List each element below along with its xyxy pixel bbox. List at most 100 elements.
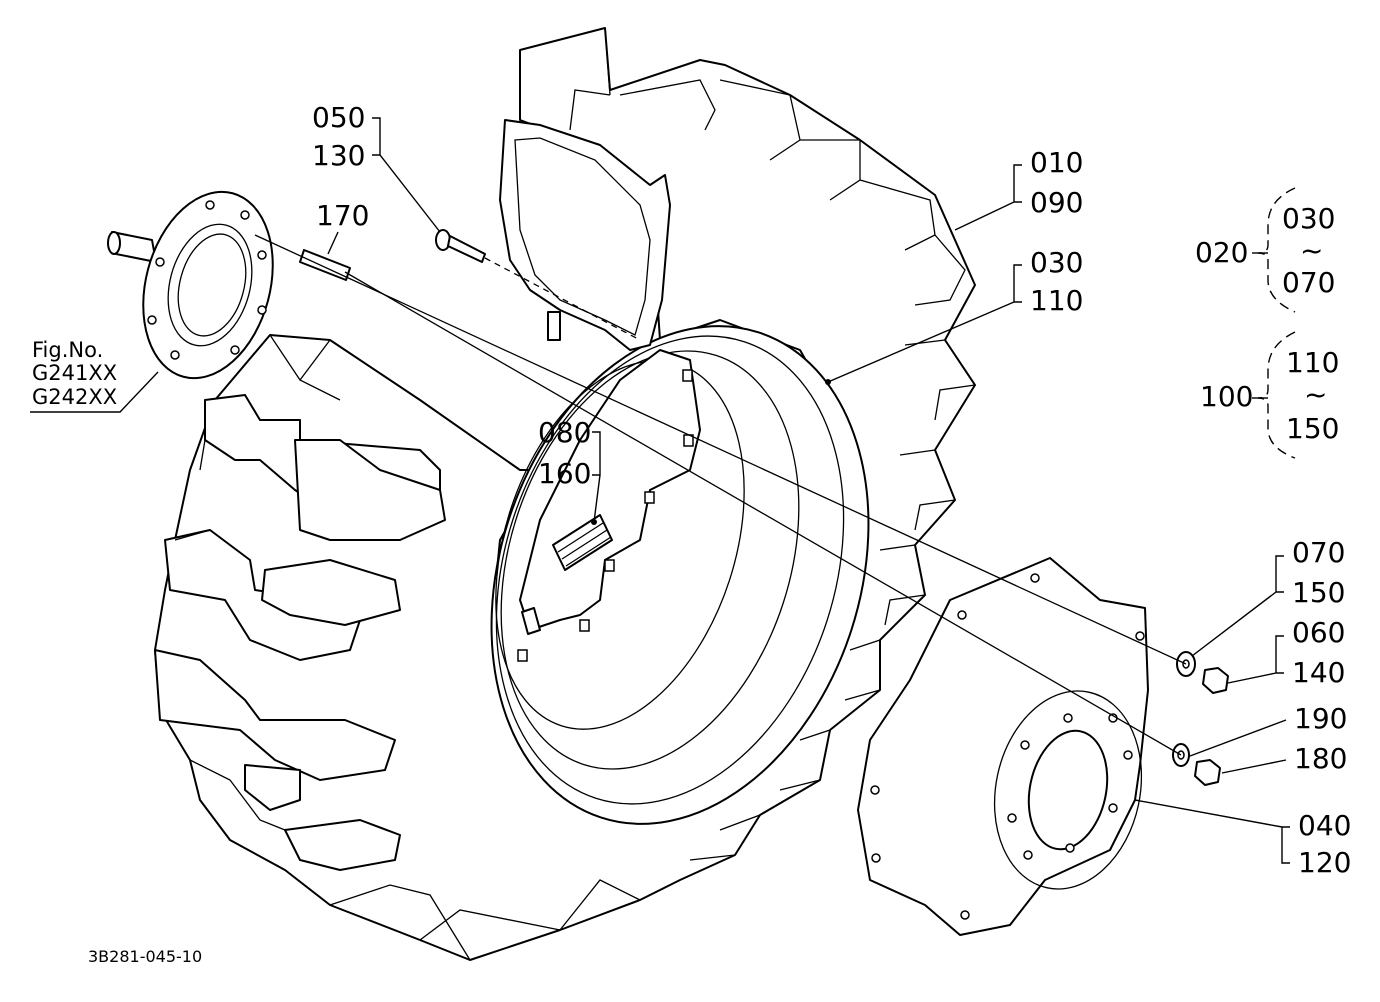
tire (154, 27, 976, 961)
diagram-code: 3B281-045-10 (88, 947, 202, 966)
tread-lugs-right (689, 339, 976, 861)
part-label-130: 130 (312, 139, 365, 172)
leader-070-150 (1191, 555, 1284, 657)
leader-figref (30, 371, 159, 413)
rim-inner-ring-1 (495, 335, 845, 805)
nut-060 (1202, 667, 1229, 694)
part-label-110-group: 110 (1286, 346, 1339, 379)
bolt-050 (435, 229, 486, 263)
figref-line-2: G241XX (32, 361, 117, 385)
disc-hole-13 (1020, 740, 1030, 750)
leader-dot-rim (825, 379, 831, 385)
wheel-disc-hub-ring (993, 690, 1143, 890)
disc-hole-14 (1063, 713, 1073, 723)
part-label-090: 090 (1030, 186, 1083, 219)
disc-hole-10 (1065, 843, 1075, 853)
flange-hole-8 (205, 200, 215, 210)
part-label-120: 120 (1298, 846, 1351, 879)
leader-dot-plate (591, 519, 597, 525)
flange-hole-7 (155, 257, 165, 267)
disc-hole-3 (957, 610, 967, 620)
part-label-020: 020 (1195, 236, 1248, 269)
flange-hole-2 (257, 250, 267, 260)
valve-stem (521, 607, 541, 635)
axis-line-1 (254, 234, 1187, 665)
leader-060-140 (1227, 635, 1284, 684)
part-label-190: 190 (1294, 702, 1347, 735)
disc-hole-12 (1007, 813, 1017, 823)
wheel-disc-bore (1027, 729, 1109, 851)
flange-hole-6 (147, 315, 157, 325)
tread-lug-2 (294, 439, 446, 541)
tread-lug-5 (154, 649, 396, 781)
part-label-140: 140 (1292, 656, 1345, 689)
leader-050-130 (372, 117, 441, 233)
disc-hole-4 (870, 785, 880, 795)
leader-030-110 (827, 264, 1022, 383)
rim-base-tab (547, 311, 561, 341)
flange-hole-5 (170, 350, 180, 360)
flange-plate (142, 190, 274, 380)
tread-lugs-upper (519, 27, 966, 306)
label-plate-hatch (557, 522, 612, 567)
disc-hole-9 (1108, 803, 1118, 813)
part-label-110-rim: 110 (1030, 284, 1083, 317)
part-label-030-rim: 030 (1030, 246, 1083, 279)
part-label-070-group: 070 (1282, 266, 1335, 299)
leader-170 (327, 231, 339, 255)
wheel-disc (857, 557, 1149, 936)
nut-180 (1194, 759, 1221, 786)
part-label-180: 180 (1294, 742, 1347, 775)
rim-hole-6 (517, 649, 528, 662)
part-label-040: 040 (1298, 809, 1351, 842)
flange-bore-inner (177, 233, 247, 337)
disc-hole-11 (1023, 850, 1033, 860)
group-range-tilde-2: ~ (1304, 378, 1327, 411)
leader-010-090 (954, 164, 1022, 231)
axle-flange (107, 190, 274, 380)
part-label-080: 080 (538, 416, 591, 449)
part-label-160: 160 (538, 457, 591, 490)
group-range-tilde-1: ~ (1300, 234, 1323, 267)
disc-hole-8 (1123, 750, 1133, 760)
axle-shaft-end (107, 231, 121, 255)
tread-lug-6 (244, 764, 301, 811)
axis-line-2 (344, 271, 1182, 756)
part-label-150-group: 150 (1286, 412, 1339, 445)
part-label-050: 050 (312, 101, 365, 134)
tread-lug-7 (284, 819, 401, 871)
figref-line-1: Fig.No. (32, 338, 103, 362)
part-label-060: 060 (1292, 616, 1345, 649)
part-label-010: 010 (1030, 146, 1083, 179)
leader-040-120 (1134, 799, 1290, 864)
bolt-shank (447, 235, 486, 263)
rim-hole-3 (644, 491, 655, 504)
inner-tube-inner (514, 137, 651, 336)
part-label-070-washer: 070 (1292, 536, 1345, 569)
tread-lug-edges (174, 334, 641, 961)
inner-tube-section (499, 119, 671, 351)
flange-hole-3 (257, 305, 267, 315)
rim-hole-1 (682, 369, 693, 382)
axis-line-bolt (484, 257, 641, 341)
part-label-150-washer: 150 (1292, 576, 1345, 609)
part-label-030-group: 030 (1282, 202, 1335, 235)
disc-hole-5 (871, 853, 881, 863)
disc-hole-1 (1030, 573, 1040, 583)
tread-lug-4 (261, 559, 401, 626)
rim-hole-4 (604, 559, 615, 572)
rim-inner-ring-2 (500, 350, 800, 770)
flange-bore-outer (167, 223, 253, 347)
part-label-170: 170 (316, 199, 369, 232)
disc-hole-6 (960, 910, 970, 920)
leader-080-160 (592, 431, 601, 523)
disc-hole-2 (1135, 631, 1145, 641)
flange-hole-1 (240, 210, 250, 220)
rim-hole-5 (579, 619, 590, 632)
part-label-100: 100 (1200, 380, 1253, 413)
flange-hole-4 (230, 345, 240, 355)
leader-180 (1221, 759, 1287, 774)
figref-line-3: G242XX (32, 385, 117, 409)
